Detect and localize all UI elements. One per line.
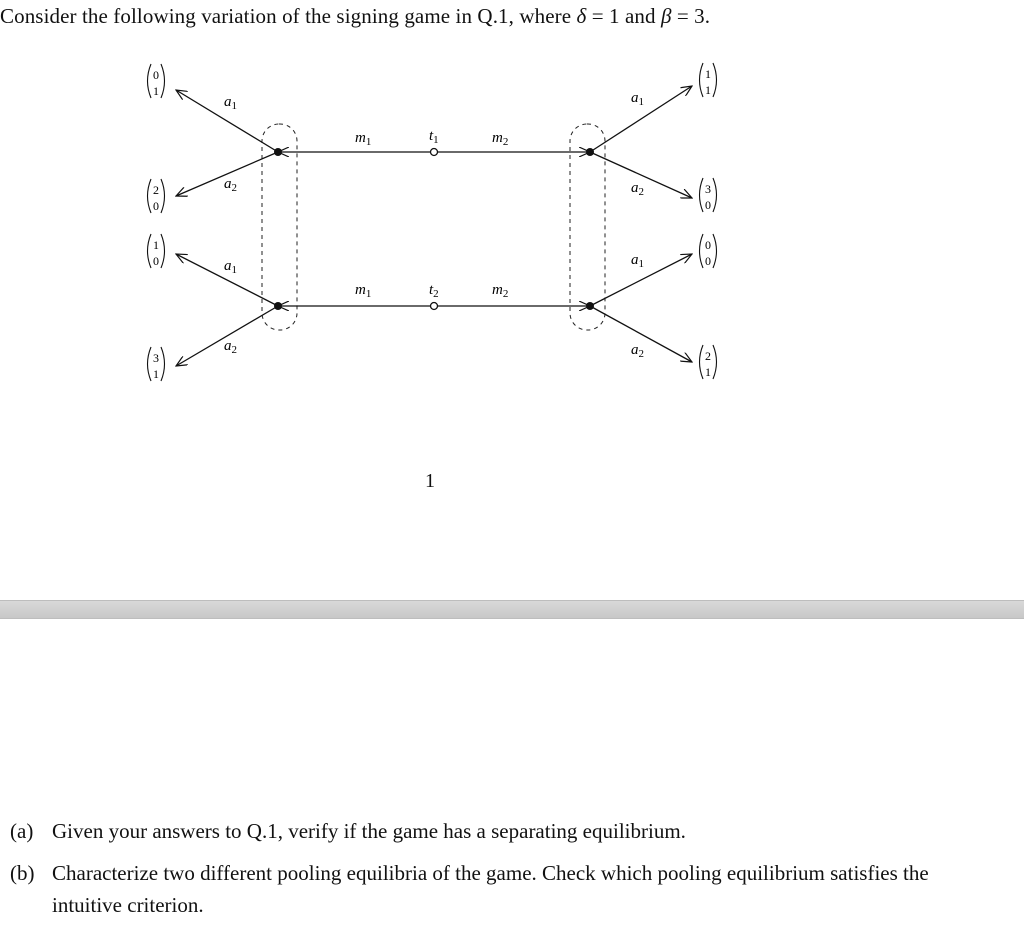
payoff-right-bottom-a2: 2 1 (698, 344, 718, 380)
payoff-right-top-a1: 1 1 (698, 62, 718, 98)
action-label-right-bottom-a2: a2 (631, 342, 644, 360)
question-text: Given your answers to Q.1, verify if the… (52, 819, 686, 843)
document-page-1: Consider the following variation of the … (0, 4, 718, 492)
payoff-right-bottom-a1: 0 0 (698, 233, 718, 269)
svg-text:1: 1 (705, 365, 711, 379)
edge-right-top-a2 (589, 151, 692, 198)
svg-text:0: 0 (153, 68, 159, 82)
type-label-t1: t1 (429, 128, 439, 146)
nature-node-t1 (429, 147, 439, 157)
edge-right-bottom-a2 (589, 305, 692, 362)
question-item-b: (b) Characterize two different pooling e… (10, 857, 950, 921)
edge-left-top-a1 (176, 90, 279, 153)
svg-text:2: 2 (705, 349, 711, 363)
message-label-top-m2: m2 (492, 130, 508, 148)
edge-right-bottom-a1 (589, 254, 692, 307)
question-label: (a) (10, 819, 34, 843)
receiver-node-left-bottom (274, 302, 282, 310)
edge-left-bottom-a1 (176, 254, 279, 307)
payoff-right-top-a2: 3 0 (698, 177, 718, 213)
svg-text:0: 0 (705, 254, 711, 268)
svg-text:3: 3 (705, 182, 711, 196)
svg-text:2: 2 (153, 183, 159, 197)
question-item-a: (a) Given your answers to Q.1, verify if… (10, 815, 950, 847)
document-page-2: (a) Given your answers to Q.1, verify if… (0, 619, 1024, 925)
message-label-bottom-m2: m2 (492, 282, 508, 300)
page-separator (0, 600, 1024, 619)
action-label-left-bottom-a2: a2 (224, 338, 237, 356)
svg-text:0: 0 (153, 199, 159, 213)
intro-prefix: Consider the following variation of the … (0, 4, 577, 28)
receiver-node-left-top (274, 148, 282, 156)
signaling-game-tree: t1 t2 m1 m2 m1 m2 a1 a2 a1 a2 a1 a2 a1 a… (146, 62, 718, 382)
receiver-info-set-right (569, 123, 606, 331)
receiver-node-right-bottom (586, 302, 594, 310)
action-label-left-top-a1: a1 (224, 94, 237, 112)
svg-text:1: 1 (153, 84, 159, 98)
svg-text:0: 0 (153, 254, 159, 268)
delta-equation: = 1 and (586, 4, 661, 28)
question-list: (a) Given your answers to Q.1, verify if… (10, 815, 950, 931)
edge-left-top-a2 (176, 151, 279, 196)
svg-text:1: 1 (153, 367, 159, 381)
payoff-left-top-a1: 0 1 (146, 63, 166, 99)
question-label: (b) (10, 861, 35, 885)
action-label-right-top-a2: a2 (631, 180, 644, 198)
message-label-bottom-m1: m1 (355, 282, 371, 300)
svg-text:0: 0 (705, 198, 711, 212)
beta-equation: = 3. (671, 4, 711, 28)
edge-right-top-a1 (589, 86, 692, 153)
edge-left-bottom-a2 (176, 305, 279, 366)
receiver-info-set-left (261, 123, 298, 331)
receiver-node-right-top (586, 148, 594, 156)
action-label-right-top-a1: a1 (631, 90, 644, 108)
message-label-top-m1: m1 (355, 130, 371, 148)
payoff-left-top-a2: 2 0 (146, 178, 166, 214)
svg-text:3: 3 (153, 351, 159, 365)
svg-text:1: 1 (705, 67, 711, 81)
delta-symbol: δ (576, 4, 587, 28)
question-text: Characterize two different pooling equil… (52, 861, 929, 917)
svg-text:0: 0 (705, 238, 711, 252)
beta-symbol: β (660, 4, 672, 28)
svg-text:1: 1 (705, 83, 711, 97)
payoff-left-bottom-a1: 1 0 (146, 233, 166, 269)
action-label-right-bottom-a1: a1 (631, 252, 644, 270)
type-label-t2: t2 (429, 282, 439, 300)
action-label-left-top-a2: a2 (224, 176, 237, 194)
svg-text:1: 1 (153, 238, 159, 252)
nature-node-t2 (429, 301, 439, 311)
intro-sentence: Consider the following variation of the … (0, 4, 710, 29)
action-label-left-bottom-a1: a1 (224, 258, 237, 276)
payoff-left-bottom-a2: 3 1 (146, 346, 166, 382)
page-number: 1 (425, 470, 435, 492)
